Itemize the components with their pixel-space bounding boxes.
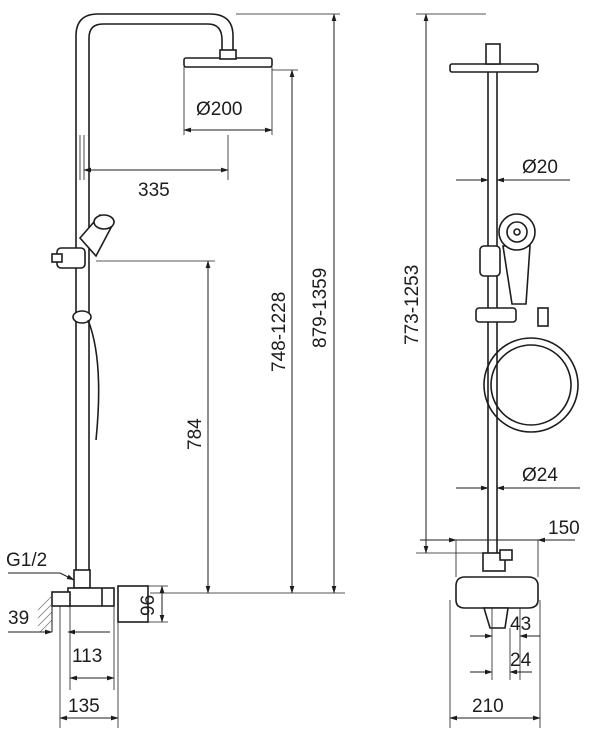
dim-mixer-width: 113 [72,646,102,667]
riser-pipe [75,13,234,570]
dim-column-height-range: 879-1359 [310,268,331,348]
side-view: Ø200 335 784 748-1228 879-1359 G1/2 39 9… [6,13,345,728]
hose [87,319,100,441]
slider-front [475,307,517,323]
dim-centre-distance: 150 [548,518,580,539]
hose-loop [483,337,579,433]
dim-front-column-height-range: 773-1253 [402,265,423,345]
front-view: Ø20 Ø24 773-1253 150 43 24 210 [402,13,580,728]
dim-total-height-range: 748-1228 [269,292,290,372]
dim-mixer-depth: 135 [68,696,100,717]
slide-bar-knob [72,310,92,324]
dim-head-diameter: Ø200 [196,99,242,120]
mixer-side [51,569,149,623]
dim-outlet-height: 96 [138,595,159,616]
dim-pipe-diameter-bottom: Ø24 [522,465,558,486]
dim-wall-offset: 39 [8,608,29,629]
dim-arm-length: 335 [138,180,170,201]
shower-head-front [449,63,539,73]
hand-shower-front [479,213,536,305]
dim-front-mixer-width: 210 [472,696,504,717]
dim-distance-24: 24 [510,650,532,671]
riser-pipe-inner [88,23,223,570]
dim-holder-height: 784 [185,418,206,450]
dim-distance-43: 43 [510,614,531,635]
wall-hatch [37,592,53,633]
hand-shower-holder [51,214,116,269]
dim-pipe-diameter-top: Ø20 [522,157,558,178]
mixer-front [455,549,539,629]
dim-connection-thread: G1/2 [6,550,47,571]
